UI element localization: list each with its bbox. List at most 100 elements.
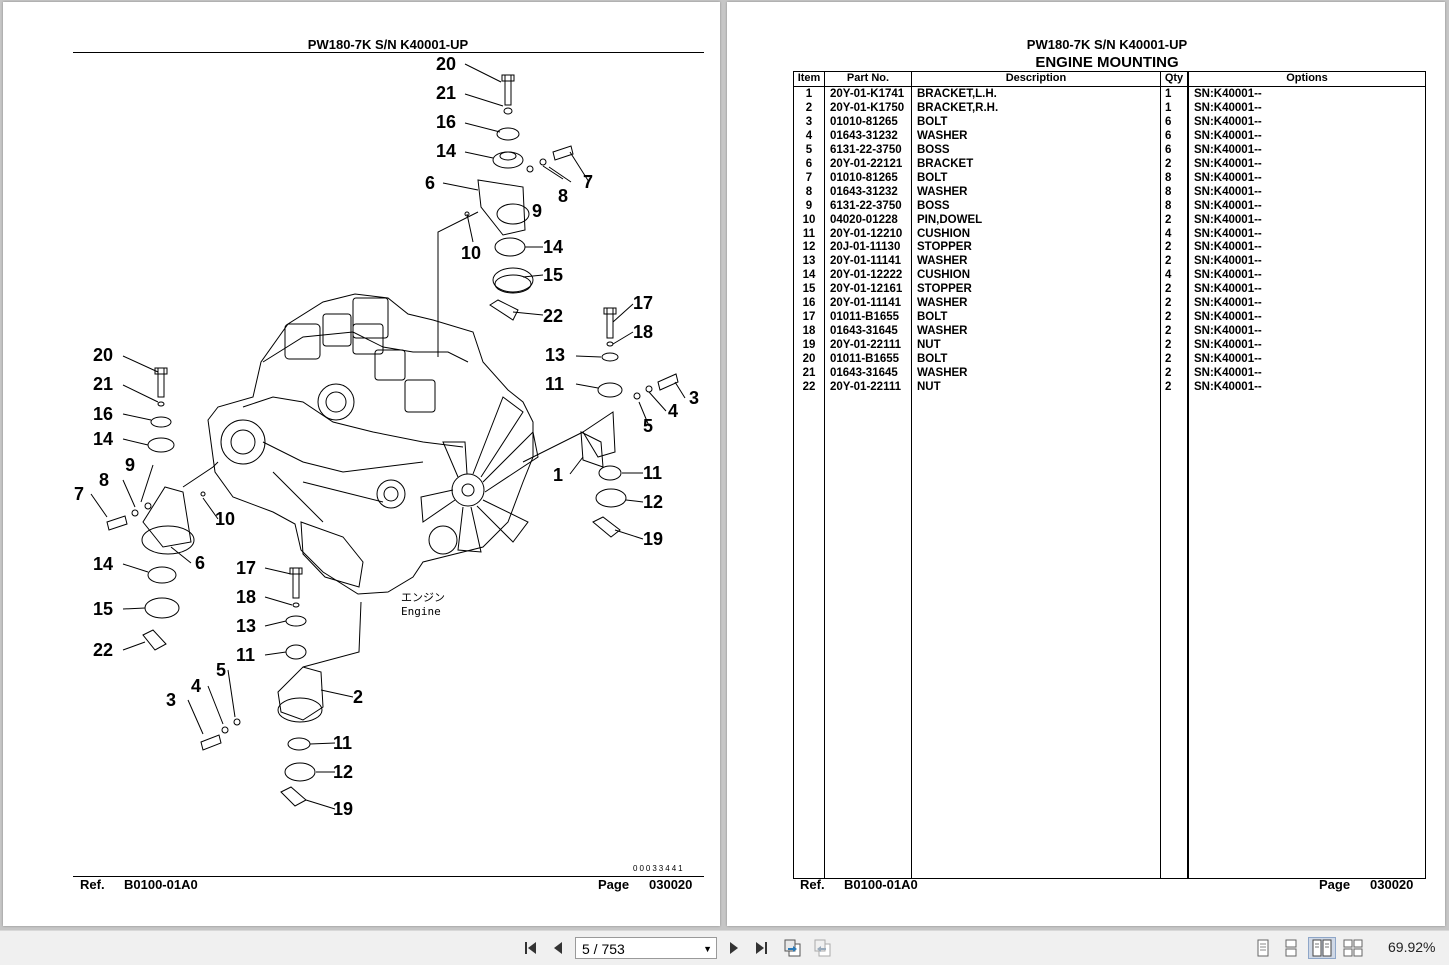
callout-14-mid: 14	[543, 237, 563, 257]
callout-6-top: 6	[425, 173, 435, 193]
cell-item: 2	[805, 101, 813, 114]
cell-part: 20Y-01-11141	[830, 297, 901, 310]
col-header-qty: Qty	[1164, 72, 1184, 84]
cell-desc: BOSS	[917, 199, 950, 212]
cell-part: 01011-B1655	[830, 353, 900, 366]
page-number-text: 5 / 753	[582, 941, 625, 957]
cell-opt: SN:K40001--	[1194, 213, 1262, 226]
diagram-page-title: PW180-7K S/N K40001-UP	[307, 37, 469, 52]
cell-part: 20Y-01-12222	[830, 269, 903, 282]
cell-desc: STOPPER	[917, 283, 972, 296]
go-forward-view-button[interactable]	[810, 937, 834, 959]
next-page-icon	[730, 942, 738, 954]
cell-item: 3	[805, 115, 813, 128]
cell-opt: SN:K40001--	[1194, 115, 1262, 128]
page-label-right: Page	[1319, 877, 1351, 892]
cell-part: 01010-81265	[830, 115, 898, 128]
cell-opt: SN:K40001--	[1194, 283, 1262, 296]
callout-18-right: 18	[633, 322, 653, 342]
callout-11-right-lower: 11	[643, 463, 662, 483]
last-page-icon	[756, 942, 767, 954]
cell-item: 5	[805, 143, 813, 156]
cell-desc: BOSS	[917, 143, 950, 156]
callout-11-right: 11	[545, 374, 564, 394]
cell-part: 01643-31645	[830, 367, 898, 379]
cell-part: 01643-31232	[830, 129, 898, 142]
engine-label-en: Engine	[401, 605, 441, 618]
cell-item: 12	[802, 241, 816, 254]
cell-desc: CUSHION	[917, 227, 971, 240]
cell-qty: 2	[1165, 157, 1172, 170]
cell-part: 01011-B1655	[830, 311, 900, 324]
last-page-button[interactable]	[750, 937, 772, 959]
cell-qty: 1	[1165, 101, 1172, 114]
callout-21-top: 21	[436, 83, 456, 103]
callout-19-bottom: 19	[333, 799, 353, 819]
callout-20-left: 20	[93, 345, 113, 365]
continuous-page-icon	[1285, 939, 1297, 957]
cell-opt: SN:K40001--	[1194, 157, 1262, 170]
cell-item: 16	[802, 297, 816, 310]
continuous-facing-view-button[interactable]	[1342, 937, 1364, 959]
continuous-page-view-button[interactable]	[1280, 937, 1302, 959]
zoom-level[interactable]: 69.92%	[1388, 939, 1436, 955]
page-number-field[interactable]: 5 / 753 ▼	[575, 937, 717, 959]
dropdown-arrow-icon[interactable]: ▼	[703, 944, 712, 954]
cell-qty: 2	[1165, 297, 1172, 310]
cell-item: 22	[802, 380, 816, 393]
callout-14-left: 14	[93, 429, 113, 449]
cell-part: 20Y-01-K1741	[830, 88, 905, 100]
cell-part: 04020-01228	[830, 213, 898, 226]
col-header-part-no: Part No.	[846, 72, 890, 84]
cell-item: 7	[805, 171, 813, 184]
col-header-description: Description	[1005, 72, 1067, 84]
cell-qty: 2	[1165, 283, 1172, 296]
callout-9-top: 9	[532, 201, 542, 221]
go-back-view-button[interactable]	[780, 937, 804, 959]
cell-part: 01643-31645	[830, 325, 898, 338]
callout-16-top: 16	[436, 112, 456, 132]
callout-21-left: 21	[93, 374, 113, 394]
cell-qty: 1	[1165, 88, 1172, 100]
callout-17-lower: 17	[236, 558, 256, 578]
cell-qty: 2	[1165, 380, 1172, 393]
parts-page-title: PW180-7K S/N K40001-UP	[1026, 37, 1188, 52]
cell-desc: WASHER	[917, 255, 968, 268]
callout-9-left: 9	[125, 455, 135, 475]
title-rule	[73, 52, 704, 53]
cell-opt: SN:K40001--	[1194, 101, 1262, 114]
viewer-toolbar: 5 / 753 ▼ 69.92%	[0, 930, 1449, 965]
page-value: 030020	[649, 877, 693, 892]
cell-desc: WASHER	[917, 185, 968, 198]
cell-qty: 6	[1165, 129, 1172, 142]
next-page-button[interactable]	[724, 937, 744, 959]
callout-6-left: 6	[195, 553, 205, 573]
cell-opt: SN:K40001--	[1194, 339, 1262, 352]
callout-11-bottom: 11	[333, 733, 352, 753]
cell-item: 4	[805, 129, 813, 142]
callout-17-right: 17	[633, 293, 653, 313]
cell-part: 6131-22-3750	[830, 199, 902, 212]
facing-pages-view-button[interactable]	[1308, 937, 1336, 959]
col-header-options: Options	[1286, 72, 1328, 84]
cell-opt: SN:K40001--	[1194, 241, 1262, 254]
first-page-icon	[525, 942, 536, 954]
cell-qty: 2	[1165, 213, 1172, 226]
cell-item: 1	[805, 88, 813, 100]
cell-qty: 2	[1165, 241, 1172, 254]
callout-16-left: 16	[93, 404, 113, 424]
prev-page-button[interactable]	[548, 937, 568, 959]
cell-opt: SN:K40001--	[1194, 129, 1262, 142]
col-header-item: Item	[797, 72, 821, 84]
cell-qty: 2	[1165, 367, 1172, 379]
cell-qty: 2	[1165, 255, 1172, 268]
single-page-view-button[interactable]	[1252, 937, 1274, 959]
cell-part: 20Y-01-22111	[830, 339, 901, 352]
facing-pages-icon	[1312, 939, 1332, 957]
first-page-button[interactable]	[520, 937, 542, 959]
